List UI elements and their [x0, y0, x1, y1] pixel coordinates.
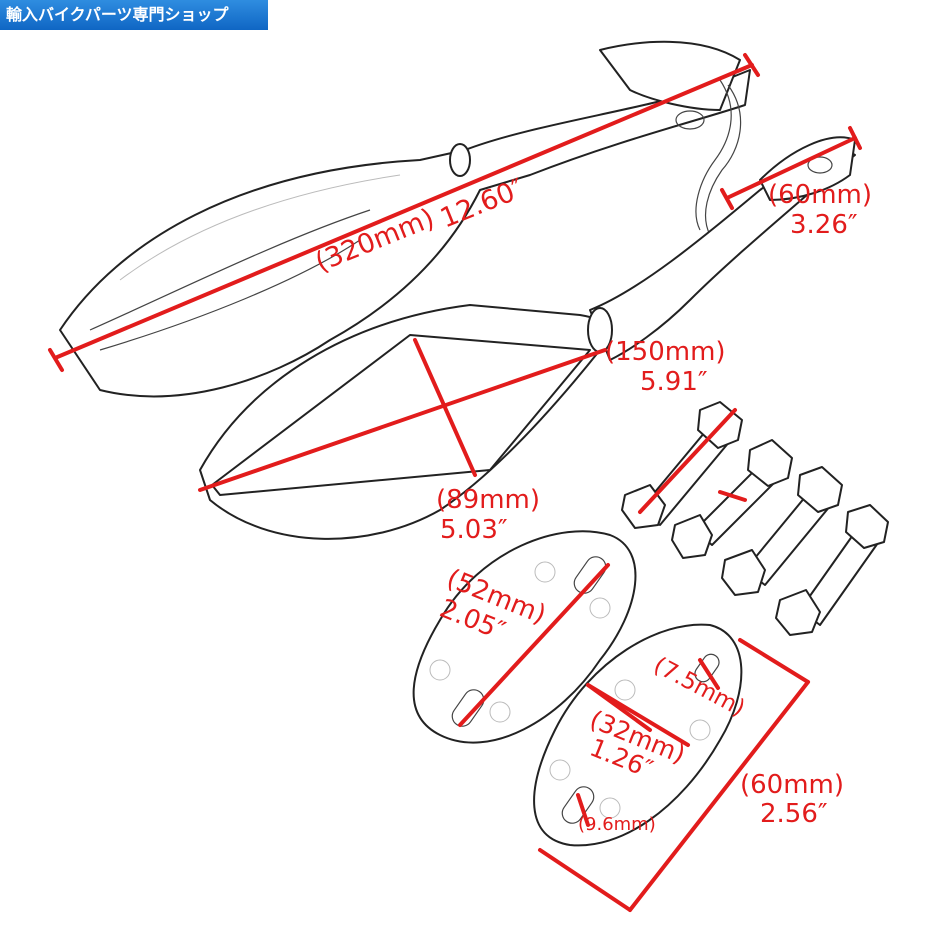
- dim-tick: [586, 683, 652, 732]
- dim-line-bolt: [638, 408, 737, 514]
- label-glass-height-in: 5.03″: [440, 515, 508, 545]
- dim-tick: [743, 53, 760, 77]
- dimension-lines: [48, 53, 862, 912]
- gaskets: [412, 530, 743, 847]
- dim-line-gasket-length-top: [738, 638, 810, 684]
- dim-line-gasket-holes: [458, 563, 610, 727]
- dim-tick: [720, 188, 734, 210]
- dim-line-total-length: [53, 63, 754, 360]
- label-glass-width-in: 5.91″: [640, 367, 708, 397]
- mirror-upper: [59, 40, 751, 398]
- bolt-3: [721, 466, 843, 596]
- dim-line-bolt-short: [718, 490, 747, 502]
- dim-line-stem: [725, 136, 857, 200]
- label-gasket-length-in: 2.56″: [760, 799, 828, 829]
- gasket-right: [533, 623, 743, 847]
- dim-tick: [48, 348, 64, 372]
- bolt-4: [775, 504, 889, 636]
- bolt-2: [671, 439, 793, 559]
- label-stem-in: 3.26″: [790, 210, 858, 240]
- dim-line-gasket-length-side: [628, 680, 810, 912]
- dim-line-glass-width: [198, 348, 607, 492]
- dim-line-large-hole: [576, 793, 590, 827]
- dim-line-gasket-length: [538, 848, 632, 912]
- label-glass-width-mm: (150mm): [605, 337, 726, 367]
- bolts: [621, 401, 889, 636]
- label-glass-height-mm: (89mm): [436, 485, 540, 515]
- dim-tick: [848, 126, 862, 150]
- label-stem-mm: (60mm): [768, 180, 872, 210]
- dim-line-small-hole: [698, 658, 720, 690]
- shop-banner: 輸入バイクパーツ専門ショップ: [0, 0, 268, 30]
- gasket-left: [412, 530, 637, 744]
- label-gasket-length-mm: (60mm): [740, 770, 844, 800]
- dim-line-glass-height: [413, 338, 477, 477]
- label-large-hole-mm: (9.6mm): [578, 814, 656, 835]
